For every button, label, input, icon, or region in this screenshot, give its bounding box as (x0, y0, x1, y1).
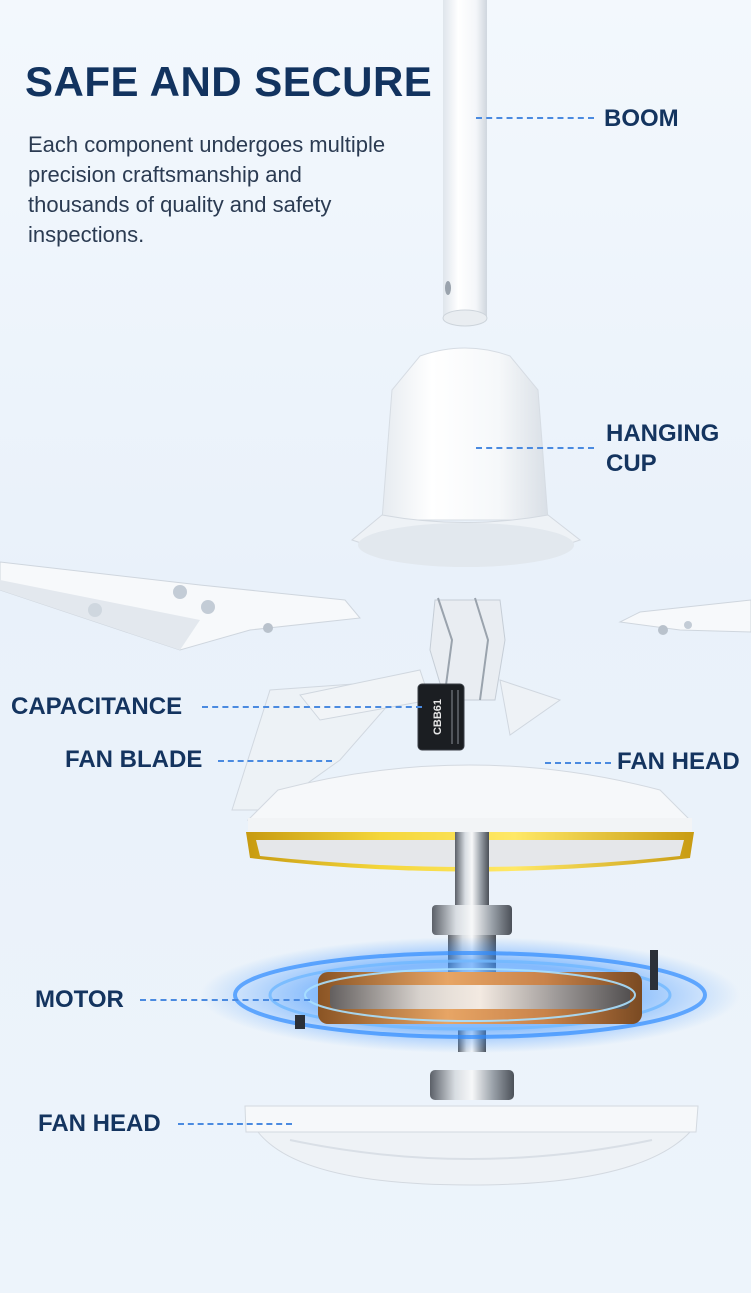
hanging-cup-label-line2: CUP (606, 450, 657, 477)
capacitor-model-text: CBB61 (432, 699, 444, 735)
fan-blade-label: FAN BLADE (65, 746, 203, 773)
motor-label: MOTOR (35, 986, 124, 1013)
hanging-cup-part (351, 347, 582, 567)
fan-head-lower-label: FAN HEAD (38, 1110, 161, 1137)
capacitance-leader-line (202, 706, 422, 708)
motor-part (200, 937, 740, 1053)
lower-bearing (430, 1070, 514, 1100)
fan-head-lower-leader-line (178, 1123, 292, 1125)
boom-leader-line (476, 117, 594, 119)
boom-rod (442, 0, 488, 327)
boom-label: BOOM (604, 105, 679, 132)
capacitor-component: CBB61 (417, 683, 465, 751)
fan-head-upper-shell (246, 764, 694, 872)
motor-leader-line (140, 999, 310, 1001)
hanging-cup-label-line1: HANGING (606, 420, 720, 447)
fan-blade-leader-line (218, 760, 332, 762)
capacitance-label: CAPACITANCE (11, 693, 183, 720)
fan-head-upper-leader-line (545, 762, 611, 764)
page-title: SAFE AND SECURE (25, 58, 433, 105)
page-description: Each component undergoes multiple precis… (28, 132, 386, 247)
fan-head-upper-label: FAN HEAD (617, 748, 740, 775)
fan-blade-right (618, 599, 751, 635)
fan-blade-left (0, 561, 361, 651)
hanging-cup-leader-line (476, 447, 594, 449)
fan-head-lower-cover (244, 1105, 699, 1186)
